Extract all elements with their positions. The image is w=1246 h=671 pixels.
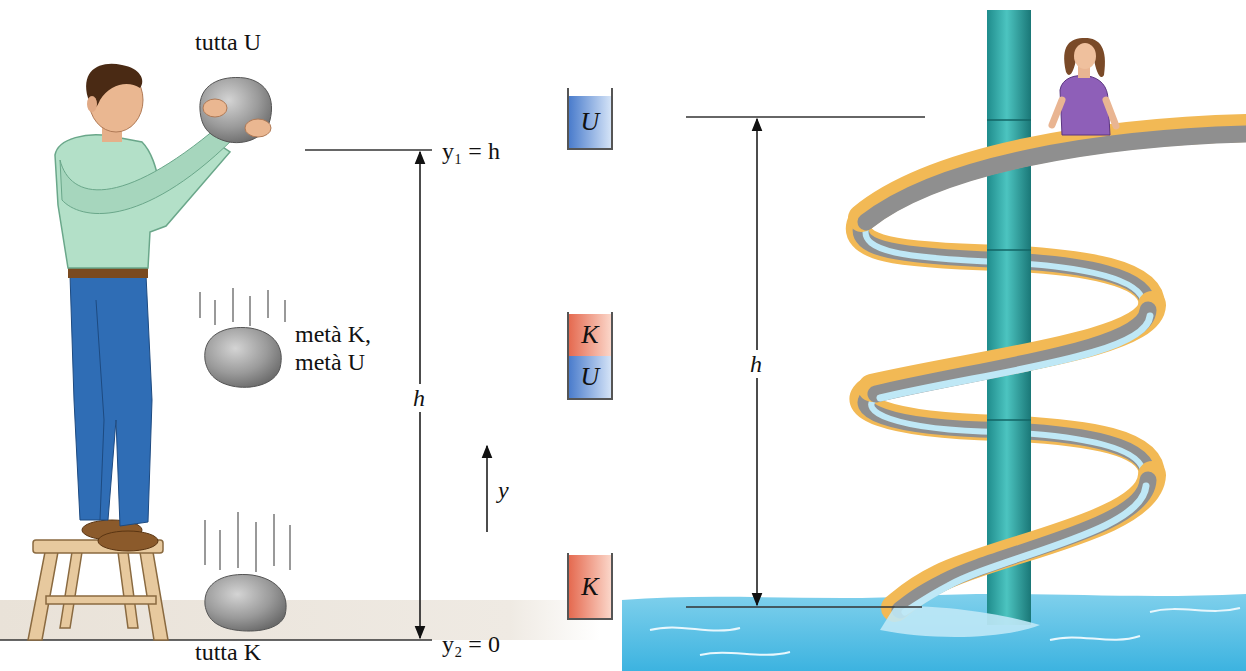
pool-water	[622, 594, 1246, 671]
stool	[28, 540, 168, 640]
man	[55, 64, 232, 551]
rock-middle	[205, 327, 282, 387]
water-splash	[880, 606, 1040, 637]
rock-bottom	[205, 574, 286, 631]
motion-lines	[200, 288, 285, 326]
girl	[1052, 38, 1116, 135]
energy-bar: KU	[567, 312, 613, 400]
figure-label: y₁ = h	[442, 137, 500, 165]
height-line	[686, 116, 925, 118]
height-line	[686, 606, 922, 608]
energy-bar: U	[567, 88, 613, 150]
axis-arrow	[486, 446, 488, 532]
energy-bar: K	[567, 553, 613, 620]
energy-segment: U	[569, 96, 611, 148]
figure-label: tutta K	[195, 638, 261, 666]
figure-label: y₂ = 0	[442, 630, 500, 658]
figure-label: metà K, metà U	[295, 320, 417, 376]
pole-rings	[987, 120, 1031, 560]
floor	[0, 600, 600, 640]
figure-label: y	[498, 476, 509, 504]
pole	[987, 10, 1031, 625]
water-slide	[862, 128, 1246, 612]
figure-label: h	[747, 350, 765, 378]
energy-segment: K	[569, 314, 611, 356]
energy-segment: K	[569, 555, 611, 618]
energy-segment: U	[569, 356, 611, 398]
rock-top	[200, 77, 272, 142]
motion-lines	[205, 512, 290, 572]
figure-label: h	[410, 384, 428, 412]
figure-label: tutta U	[195, 28, 261, 56]
height-line	[305, 149, 432, 151]
